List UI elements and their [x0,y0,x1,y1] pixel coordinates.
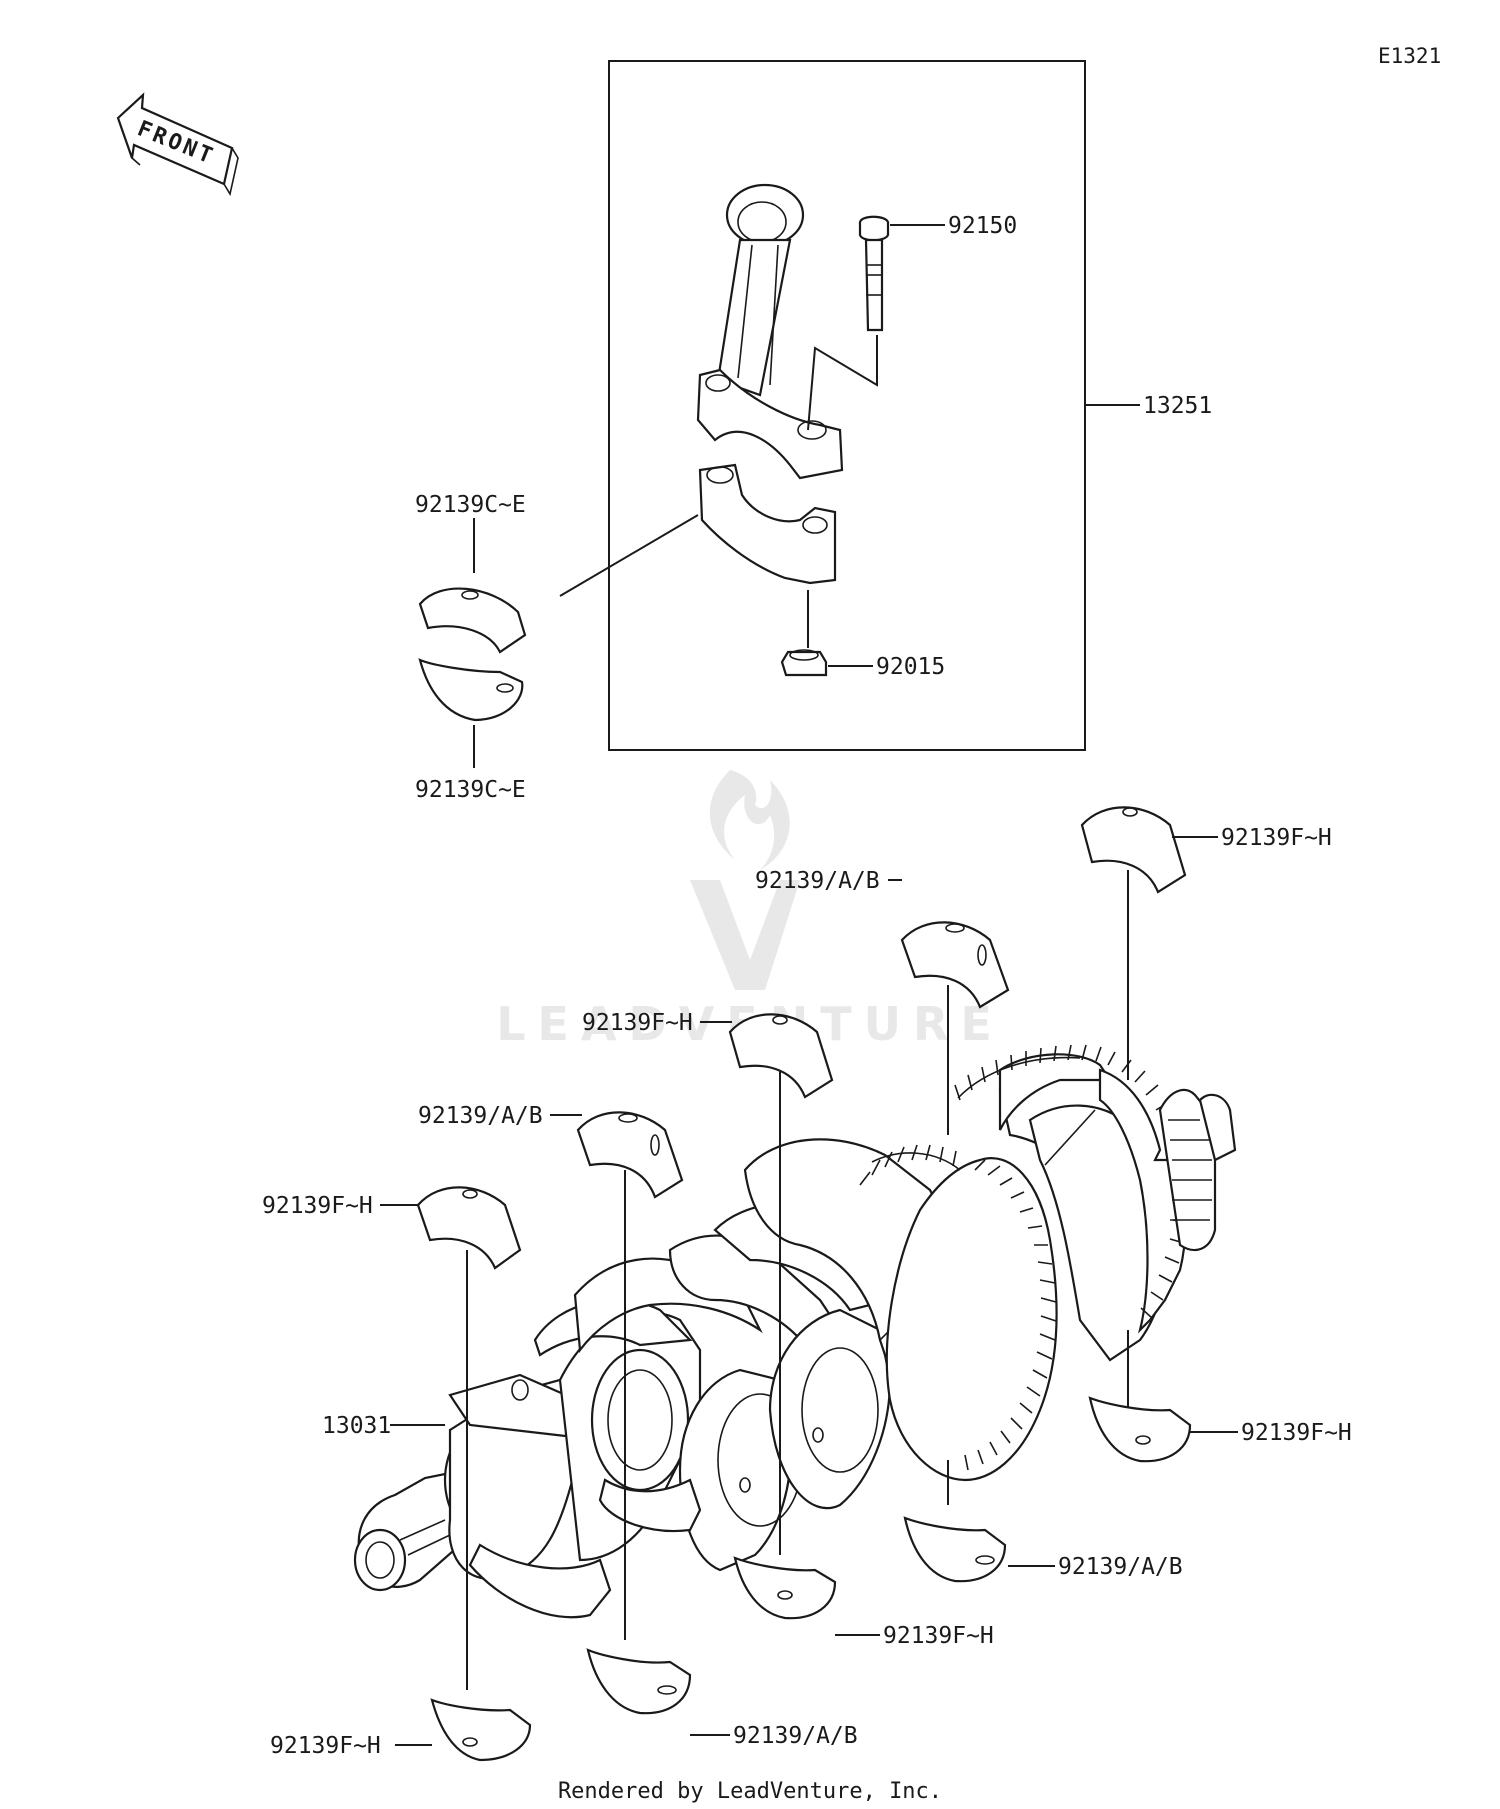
callout-main-bearing-4-lower[interactable]: 92139/A/B [1058,1554,1183,1580]
main-bearing-3-upper[interactable] [728,1013,834,1099]
connecting-rod-kit-box [608,60,1086,751]
connecting-rod-bolt[interactable] [858,215,890,332]
callout-rod-bearing-upper[interactable]: 92139C~E [415,492,526,518]
main-bearing-5-upper[interactable] [1080,806,1187,894]
callout-main-bearing-5-lower[interactable]: 92139F~H [1241,1420,1352,1446]
callout-main-bearing-1-lower[interactable]: 92139F~H [270,1733,381,1759]
callout-13251[interactable]: 13251 [1143,393,1212,419]
callout-main-bearing-2-lower[interactable]: 92139/A/B [733,1723,858,1749]
callout-92150[interactable]: 92150 [948,213,1017,239]
main-bearing-3-lower[interactable] [733,1556,837,1620]
callout-main-bearing-1-upper[interactable]: 92139F~H [262,1193,373,1219]
main-bearing-1-upper[interactable] [416,1186,522,1270]
rod-bearing-lower[interactable] [418,658,524,722]
callout-rod-bearing-lower[interactable]: 92139C~E [415,777,526,803]
rod-bearing-upper[interactable] [418,587,527,654]
callout-main-bearing-4-upper[interactable]: 92139/A/B [755,868,880,894]
main-bearing-1-lower[interactable] [430,1698,532,1762]
main-bearing-2-upper[interactable] [576,1111,684,1199]
callout-main-bearing-5-upper[interactable]: 92139F~H [1221,825,1332,851]
callout-13031[interactable]: 13031 [322,1413,391,1439]
crankshaft[interactable] [353,1044,1237,1619]
main-bearing-4-upper[interactable] [900,921,1010,1009]
callout-main-bearing-3-upper[interactable]: 92139F~H [582,1010,693,1036]
diagram-code: E1321 [1378,44,1441,68]
front-arrow-icon: FRONT [116,92,239,197]
connecting-rod[interactable] [696,183,844,585]
main-bearing-4-lower[interactable] [903,1516,1007,1583]
connecting-rod-nut[interactable] [780,649,828,677]
footer-text: Rendered by LeadVenture, Inc. [558,1779,942,1804]
leadventure-watermark: LEADVENTURE [496,770,992,1051]
callout-92015[interactable]: 92015 [876,654,945,680]
callout-main-bearing-2-upper[interactable]: 92139/A/B [418,1103,543,1129]
main-bearing-2-lower[interactable] [586,1648,692,1715]
callout-main-bearing-3-lower[interactable]: 92139F~H [883,1623,994,1649]
main-bearing-5-lower[interactable] [1088,1396,1192,1463]
